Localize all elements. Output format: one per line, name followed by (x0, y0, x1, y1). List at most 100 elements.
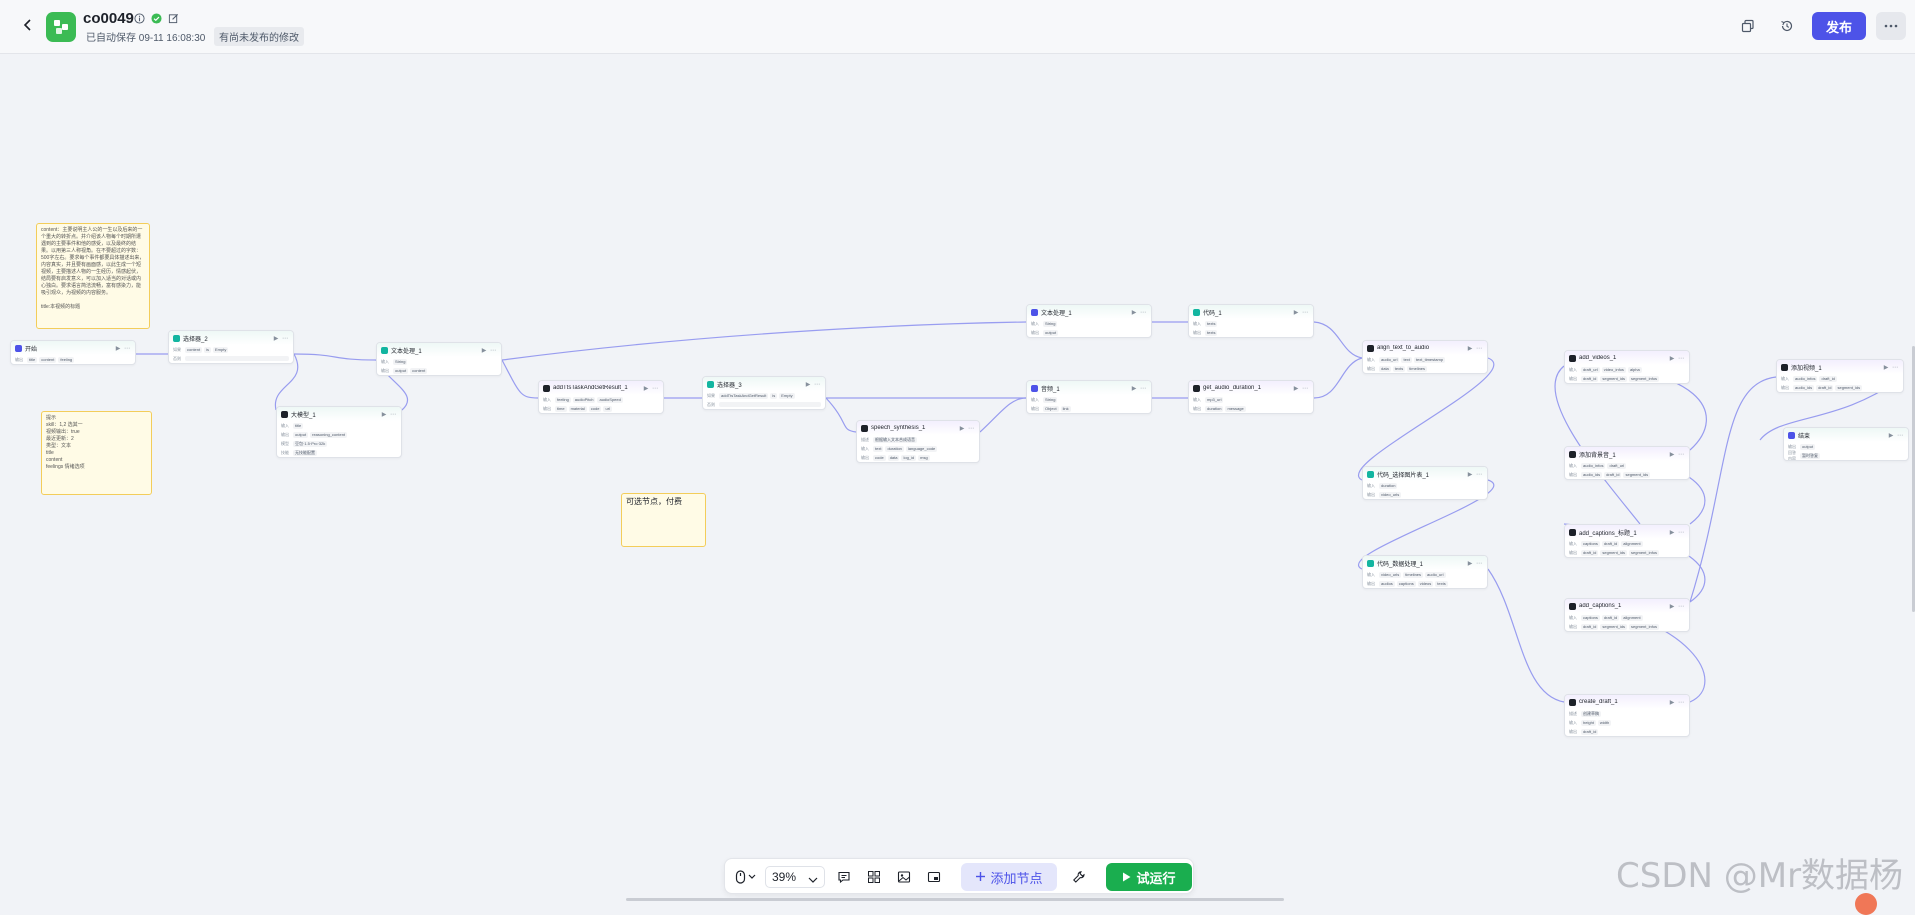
edge (1358, 357, 1495, 481)
history-icon[interactable] (1775, 14, 1799, 38)
test-run-button[interactable]: 试运行 (1106, 863, 1192, 891)
node-actions-icon[interactable]: ▶ ⋯ (115, 345, 131, 352)
floating-assistant-icon[interactable] (1855, 893, 1877, 915)
comment-note[interactable]: content：主要说明主人公的一生以及后来的一个重大的转折点。并介绍该人物每个… (36, 223, 150, 329)
node-actions-icon[interactable]: ▶ ⋯ (1467, 471, 1483, 478)
node-param-row: 否则 (703, 400, 825, 409)
param-chip: segment_infos (1629, 375, 1660, 382)
node-header: 文本处理_1 ▶ ⋯ (377, 343, 501, 357)
node-header: get_audio_duration_1▶ ⋯ (1189, 381, 1313, 395)
node-actions-icon[interactable]: ▶ ⋯ (1669, 603, 1685, 610)
node-actions-icon[interactable]: ▶ ⋯ (1467, 560, 1483, 567)
param-label: 输入 (543, 396, 551, 402)
param-label: 输出 (1569, 471, 1577, 477)
add-node-button[interactable]: 添加节点 (961, 863, 1057, 891)
node-actions-icon[interactable]: ▶ ⋯ (1293, 385, 1309, 392)
minimap-icon[interactable] (925, 868, 943, 886)
node-title: 大模型_1 (291, 412, 316, 419)
edit-icon[interactable] (167, 12, 180, 25)
node-actions-icon[interactable]: ▶ ⋯ (805, 381, 821, 388)
node-header: 代码_数据处理_1▶ ⋯ (1363, 556, 1487, 570)
node-title: 添加视频_1 (1791, 365, 1822, 372)
node-header: 开始▶ ⋯ (11, 341, 135, 355)
node-actions-icon[interactable]: ▶ ⋯ (1131, 309, 1147, 316)
param-chip: captions (1581, 540, 1600, 547)
comment-note[interactable]: 可选节点，付费 (621, 493, 706, 547)
layout-grid-icon[interactable] (865, 868, 883, 886)
node-actions-icon[interactable]: ▶ ⋯ (481, 347, 497, 354)
node-title: 文本处理_1 (391, 348, 422, 355)
node-actions-icon[interactable]: ▶ ⋯ (959, 425, 975, 432)
param-chip: text (873, 445, 884, 452)
node-actions-icon[interactable]: ▶ ⋯ (1467, 345, 1483, 352)
more-options-icon[interactable] (1876, 12, 1906, 40)
param-chip: message (1225, 405, 1246, 412)
param-chip: segment_ids (1600, 623, 1628, 630)
param-chip: 豆包·1.5·Pro·32k (293, 440, 328, 447)
node-actions-icon[interactable]: ▶ ⋯ (1131, 385, 1147, 392)
comment-icon[interactable] (835, 868, 853, 886)
param-chip: Empty (213, 346, 229, 353)
debug-wrench-icon[interactable] (1070, 868, 1088, 886)
node-actions-icon[interactable]: ▶ ⋯ (273, 335, 289, 342)
node-actions-icon[interactable]: ▶ ⋯ (381, 411, 397, 418)
param-chip: text_timestamp (1413, 356, 1446, 363)
info-icon[interactable] (133, 12, 146, 25)
horizontal-scrollbar[interactable] (626, 898, 1284, 901)
param-chip: width (1597, 719, 1612, 726)
param-chip: output (293, 431, 309, 438)
node-actions-icon[interactable]: ▶ ⋯ (1888, 432, 1904, 439)
comment-note[interactable]: 提示 skill：1,2 选其一 视频输出：true 最近更新：2 类型：文本 … (41, 411, 152, 495)
vertical-scrollbar[interactable] (1912, 346, 1915, 612)
param-chip: alignment (1621, 540, 1643, 547)
param-label: 输入 (1367, 482, 1375, 488)
edge (293, 353, 377, 361)
node-title: 选择器_2 (183, 336, 208, 343)
publish-button[interactable]: 发布 (1812, 12, 1866, 40)
mouse-mode-icon[interactable] (733, 868, 759, 886)
node-header: speech_synthesis_1▶ ⋯ (857, 421, 979, 435)
node-actions-icon[interactable]: ▶ ⋯ (643, 385, 659, 392)
node-actions-icon[interactable]: ▶ ⋯ (1669, 355, 1685, 362)
node-header: add_captions_标题_1▶ ⋯ (1565, 525, 1689, 539)
workflow-canvas[interactable]: content：主要说明主人公的一生以及后来的一个重大的转折点。并介绍该人物每个… (0, 54, 1915, 903)
node-actions-icon[interactable]: ▶ ⋯ (1669, 529, 1685, 536)
node-title: addTtsTaskAndGetResult_1 (553, 385, 628, 391)
edge (979, 397, 1027, 433)
node-actions-icon[interactable]: ▶ ⋯ (1883, 364, 1899, 371)
node-actions-icon[interactable]: ▶ ⋯ (1669, 699, 1685, 706)
node-actions-icon[interactable]: ▶ ⋯ (1293, 309, 1309, 316)
copy-icon[interactable] (1736, 14, 1760, 38)
chevron-down-icon (808, 873, 818, 887)
node-actions-icon[interactable]: ▶ ⋯ (1669, 451, 1685, 458)
zoom-select[interactable]: 39% (765, 866, 825, 888)
image-icon[interactable] (895, 868, 913, 886)
back-arrow-icon[interactable] (20, 17, 36, 33)
